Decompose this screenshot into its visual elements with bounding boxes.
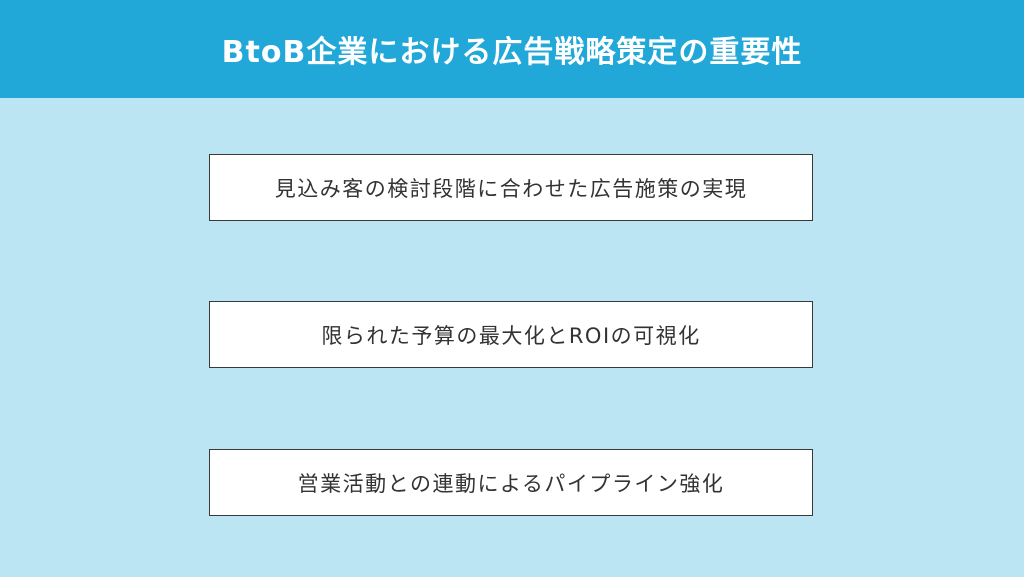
point-label-2: 限られた予算の最大化とROIの可視化 [321,323,701,348]
point-box-3: 営業活動との連動によるパイプライン強化 [209,449,813,516]
point-label-1: 見込み客の検討段階に合わせた広告施策の実現 [274,176,748,201]
page-title: BtoB企業における広告戦略策定の重要性 [221,35,803,70]
point-box-1: 見込み客の検討段階に合わせた広告施策の実現 [209,154,813,221]
title-banner: BtoB企業における広告戦略策定の重要性 [0,0,1024,98]
point-box-2: 限られた予算の最大化とROIの可視化 [209,301,813,368]
point-label-3: 営業活動との連動によるパイプライン強化 [297,471,725,496]
